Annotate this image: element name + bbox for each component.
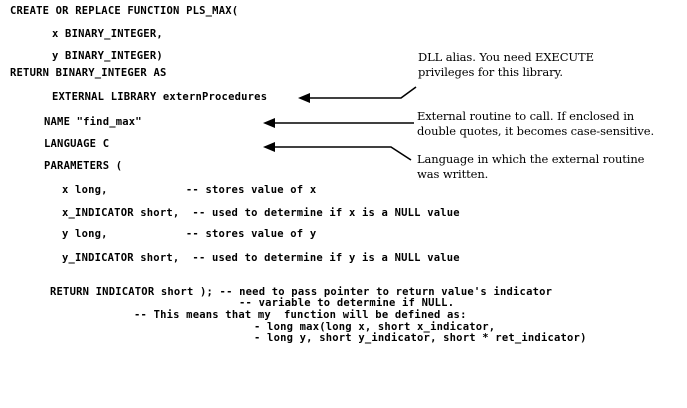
code-line: y_INDICATOR short, -- used to determine … (62, 252, 460, 264)
code-line: EXTERNAL LIBRARY externProcedures (52, 91, 268, 103)
annotation-language: Language in which the external routine w… (417, 152, 645, 181)
code-line: x long, -- stores value of x (62, 184, 317, 196)
code-line: y long, -- stores value of y (62, 228, 317, 240)
code-line: -- variable to determine if NULL. (239, 297, 455, 309)
code-line: CREATE OR REPLACE FUNCTION PLS_MAX( (10, 5, 239, 17)
arrowhead-externprocedures-icon (298, 93, 310, 103)
code-line: RETURN INDICATOR short ); -- need to pas… (50, 286, 553, 298)
code-line: x_INDICATOR short, -- used to determine … (62, 207, 460, 219)
code-line: - long y, short y_indicator, short * ret… (254, 332, 587, 344)
code-line: PARAMETERS ( (44, 160, 123, 172)
arrow-to-externprocedures (302, 86, 417, 99)
code-line: NAME "find_max" (44, 116, 142, 128)
code-line: RETURN BINARY_INTEGER AS (10, 67, 167, 79)
code-line: - long max(long x, short x_indicator, (254, 321, 496, 333)
code-line: y BINARY_INTEGER) (52, 50, 163, 62)
annotation-dll-alias: DLL alias. You need EXECUTE privileges f… (418, 50, 594, 79)
annotation-external-routine: External routine to call. If enclosed in… (417, 109, 655, 138)
arrowhead-name-icon (263, 118, 275, 128)
arrowhead-language-icon (263, 142, 275, 152)
code-line: LANGUAGE C (44, 138, 110, 150)
code-line: -- This means that my function will be d… (134, 309, 467, 321)
code-line: x BINARY_INTEGER, (52, 28, 163, 40)
arrow-to-language (267, 146, 412, 161)
